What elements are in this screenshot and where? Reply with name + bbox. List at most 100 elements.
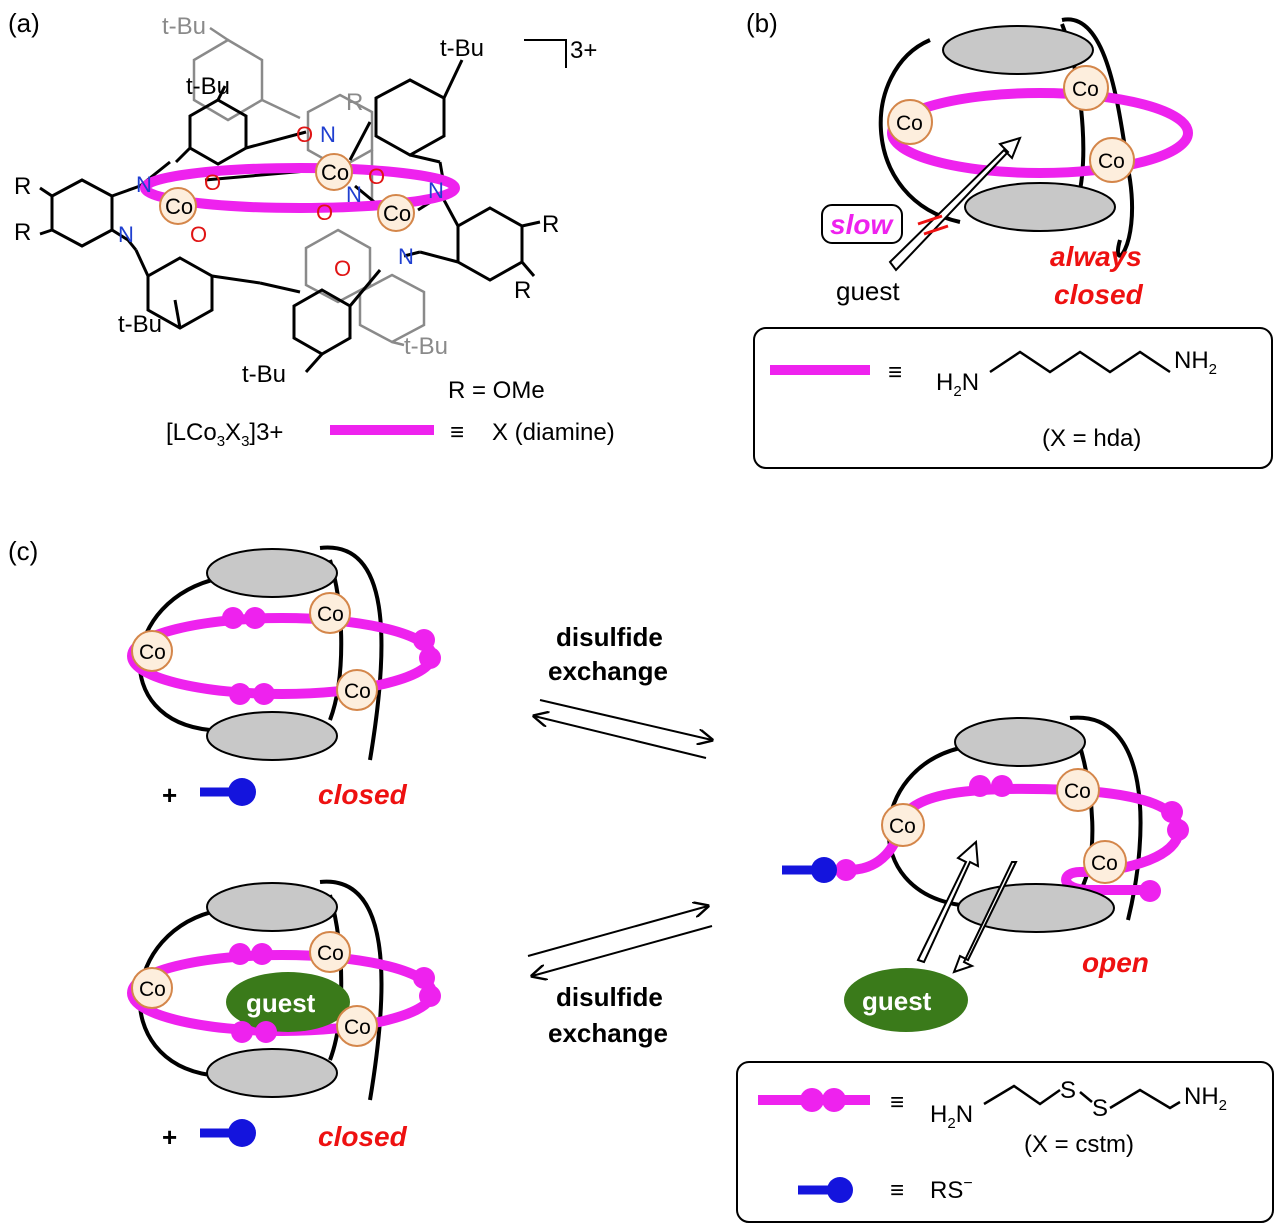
legend-equiv: ≡	[890, 1177, 904, 1204]
o-atom: O	[368, 164, 385, 189]
o-atom: O	[296, 122, 313, 147]
equilibrium-reverse-arrow	[532, 925, 713, 976]
slow-label: slow	[830, 209, 894, 240]
n-atom: N	[320, 122, 336, 147]
rs-label: RS−	[930, 1175, 973, 1204]
r-label: R	[14, 219, 31, 246]
closed-label: closed	[318, 779, 408, 810]
r-definition: R = OMe	[448, 377, 545, 404]
guest-blob	[226, 972, 350, 1032]
cage-strand-right	[1061, 17, 1135, 258]
o-atom: O	[334, 256, 351, 281]
co-label: Co	[383, 201, 411, 226]
cstm-legend-box	[736, 1061, 1274, 1223]
co-center-left: Co	[159, 187, 197, 225]
h2n-group: H2N	[930, 1101, 973, 1132]
rs-charge: −	[963, 1175, 972, 1192]
panel-a-label: (a)	[8, 8, 40, 38]
formula-sub1: 3	[217, 433, 225, 450]
cage-strand-left	[878, 38, 961, 224]
panel-b-label: (b)	[746, 8, 778, 38]
cage-closed-guest: guest Co Co Co	[127, 879, 441, 1101]
slow-badge	[821, 204, 903, 244]
o-atom: O	[190, 222, 207, 247]
n-atom: N	[346, 182, 362, 207]
o-atom: O	[316, 200, 333, 225]
tbu-label: t-Bu	[242, 361, 286, 388]
co-label: Co	[1091, 852, 1118, 875]
co-label: Co	[321, 160, 349, 185]
tbu-label: t-Bu	[186, 73, 230, 100]
hexyl-chain	[989, 350, 1171, 374]
co-center-middle: Co	[315, 153, 353, 191]
n-atom: N	[136, 172, 152, 197]
nh2-group: NH2	[1174, 347, 1217, 378]
legend-cstm-symbol	[758, 1088, 870, 1112]
guest-blob	[844, 968, 968, 1032]
panel-c: (c) Co Co Co + closed	[8, 536, 1274, 1223]
h2n-group: H2N	[936, 369, 979, 400]
co-label: Co	[1072, 78, 1099, 101]
tbu-gray-top: t-Bu	[162, 13, 206, 40]
closed-label: closed	[318, 1121, 408, 1152]
n-atom: N	[118, 222, 134, 247]
sulfur-atom: S	[1060, 1077, 1076, 1104]
co-label: Co	[1098, 150, 1125, 173]
co-label: Co	[317, 942, 344, 965]
disulfide-label: disulfide	[556, 622, 663, 652]
co-node: Co	[887, 99, 933, 145]
cystamine-chain	[983, 1084, 1181, 1110]
co-label: Co	[139, 641, 166, 664]
co-label: Co	[165, 194, 193, 219]
r-label: R	[514, 277, 531, 304]
h2n-sub: 2	[953, 383, 961, 400]
equilibrium-reverse-arrow	[534, 716, 707, 759]
h2n-sub: 2	[947, 1115, 955, 1132]
hda-legend-box	[753, 327, 1273, 469]
cage-closed-top: Co Co Co	[127, 545, 441, 761]
co-label: Co	[344, 1016, 371, 1039]
exchange-label: exchange	[548, 656, 668, 686]
closed-label: closed	[1054, 279, 1144, 310]
nh2-group: NH2	[1184, 1083, 1227, 1114]
equiv-symbol: ≡	[450, 419, 464, 446]
diamine-ring	[887, 88, 1193, 178]
co-label: Co	[139, 978, 166, 1001]
r-gray: R	[346, 89, 363, 116]
formula-x: X	[225, 419, 241, 446]
n-atom: N	[428, 178, 444, 203]
legend-equiv: ≡	[888, 359, 902, 386]
legend-equiv: ≡	[890, 1089, 904, 1116]
tbu-gray-bottom: t-Bu	[404, 333, 448, 360]
nh2-n: NH	[1184, 1083, 1219, 1110]
thiolate-symbol	[200, 778, 256, 806]
x-cstm-label: (X = cstm)	[1024, 1131, 1134, 1158]
co-label: Co	[889, 815, 916, 838]
cage-open: Co Co Co	[782, 715, 1189, 933]
guest-label: guest	[836, 276, 900, 306]
plus-sign: +	[162, 780, 177, 810]
guest-label: guest	[862, 986, 932, 1016]
formula-charge: ]3+	[249, 419, 283, 446]
front-skeleton	[39, 59, 541, 373]
rs-text: RS	[930, 1177, 963, 1204]
diamine-ring	[140, 163, 460, 213]
nh2-sub: 2	[1219, 1097, 1227, 1114]
o-atom: O	[204, 170, 221, 195]
exchange-label: exchange	[548, 1018, 668, 1048]
panel-a: (a) 3+ t-Bu t-Bu R	[8, 8, 615, 450]
legend-thiolate-symbol	[798, 1177, 853, 1203]
diamine-label: X (diamine)	[492, 419, 615, 446]
disulfide-label: disulfide	[556, 982, 663, 1012]
charge-label: 3+	[570, 37, 597, 64]
co-node: Co	[1063, 65, 1109, 111]
co-label: Co	[896, 112, 923, 135]
h2n-n: N	[956, 1101, 973, 1128]
open-label: open	[1082, 947, 1149, 978]
top-disc	[942, 25, 1094, 75]
co-label: Co	[317, 603, 344, 626]
always-label: always	[1050, 241, 1142, 272]
guest-label: guest	[246, 988, 316, 1018]
h2n-h: H	[930, 1101, 947, 1128]
